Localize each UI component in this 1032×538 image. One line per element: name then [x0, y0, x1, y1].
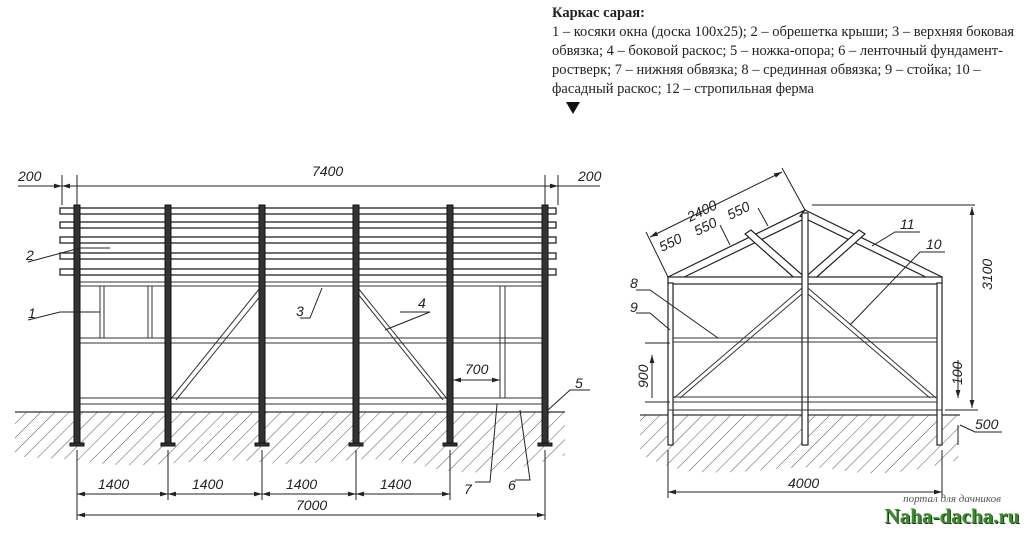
ground-hatch	[640, 415, 960, 474]
dim-550-3: 550	[724, 198, 752, 223]
label-1: 1	[28, 305, 36, 321]
label-3: 3	[296, 303, 304, 319]
caption-text: 1 – косяки окна (доска 100х25); 2 – обре…	[552, 24, 1015, 97]
side-view: 7400 200 200 1400 1400 1400 1400 7000 70…	[15, 163, 602, 520]
dim-4000: 4000	[788, 475, 819, 491]
rails	[77, 281, 545, 405]
dim-7000: 7000	[296, 497, 327, 513]
dim-3100: 3100	[979, 259, 995, 290]
dim-1400-1: 1400	[98, 476, 129, 492]
dim-550-1: 550	[656, 230, 684, 255]
label-11: 11	[900, 216, 915, 232]
label-7: 7	[464, 481, 473, 497]
label-9: 9	[630, 299, 638, 315]
roof-battens	[59, 207, 557, 276]
posts	[69, 204, 553, 447]
dim-200-left: 200	[17, 168, 42, 184]
dim-1400-2: 1400	[192, 476, 223, 492]
dim-1400-3: 1400	[286, 476, 317, 492]
caption-title: Каркас сарая:	[552, 5, 645, 21]
watermark-main: Naha-dacha.ru	[884, 504, 1020, 528]
front-view: 2400 550 550 550 3100 100 900 500 4000 8…	[630, 167, 1002, 498]
dim-200-right: 200	[577, 168, 602, 184]
dim-7400: 7400	[312, 163, 343, 179]
label-2: 2	[25, 247, 34, 263]
dim-900: 900	[635, 364, 651, 388]
label-8: 8	[630, 275, 638, 291]
dimension-lines	[18, 175, 600, 520]
label-5: 5	[575, 375, 583, 391]
watermark: портал для дачников Naha-dacha.ru	[872, 493, 1032, 527]
strut-left	[744, 229, 810, 284]
ground-hatch	[15, 412, 565, 473]
caption: Каркас сарая: 1 – косяки окна (доска 100…	[552, 4, 1032, 114]
label-4: 4	[418, 295, 426, 311]
strut-right	[800, 229, 866, 284]
dim-500: 500	[975, 416, 999, 432]
dim-100: 100	[949, 361, 965, 385]
label-6: 6	[508, 477, 516, 493]
watermark-sub: портал для дачников	[903, 493, 1001, 505]
triangle-marker-icon	[566, 102, 580, 114]
label-10: 10	[926, 236, 942, 252]
dim-700: 700	[465, 361, 489, 377]
dim-1400-4: 1400	[380, 476, 411, 492]
